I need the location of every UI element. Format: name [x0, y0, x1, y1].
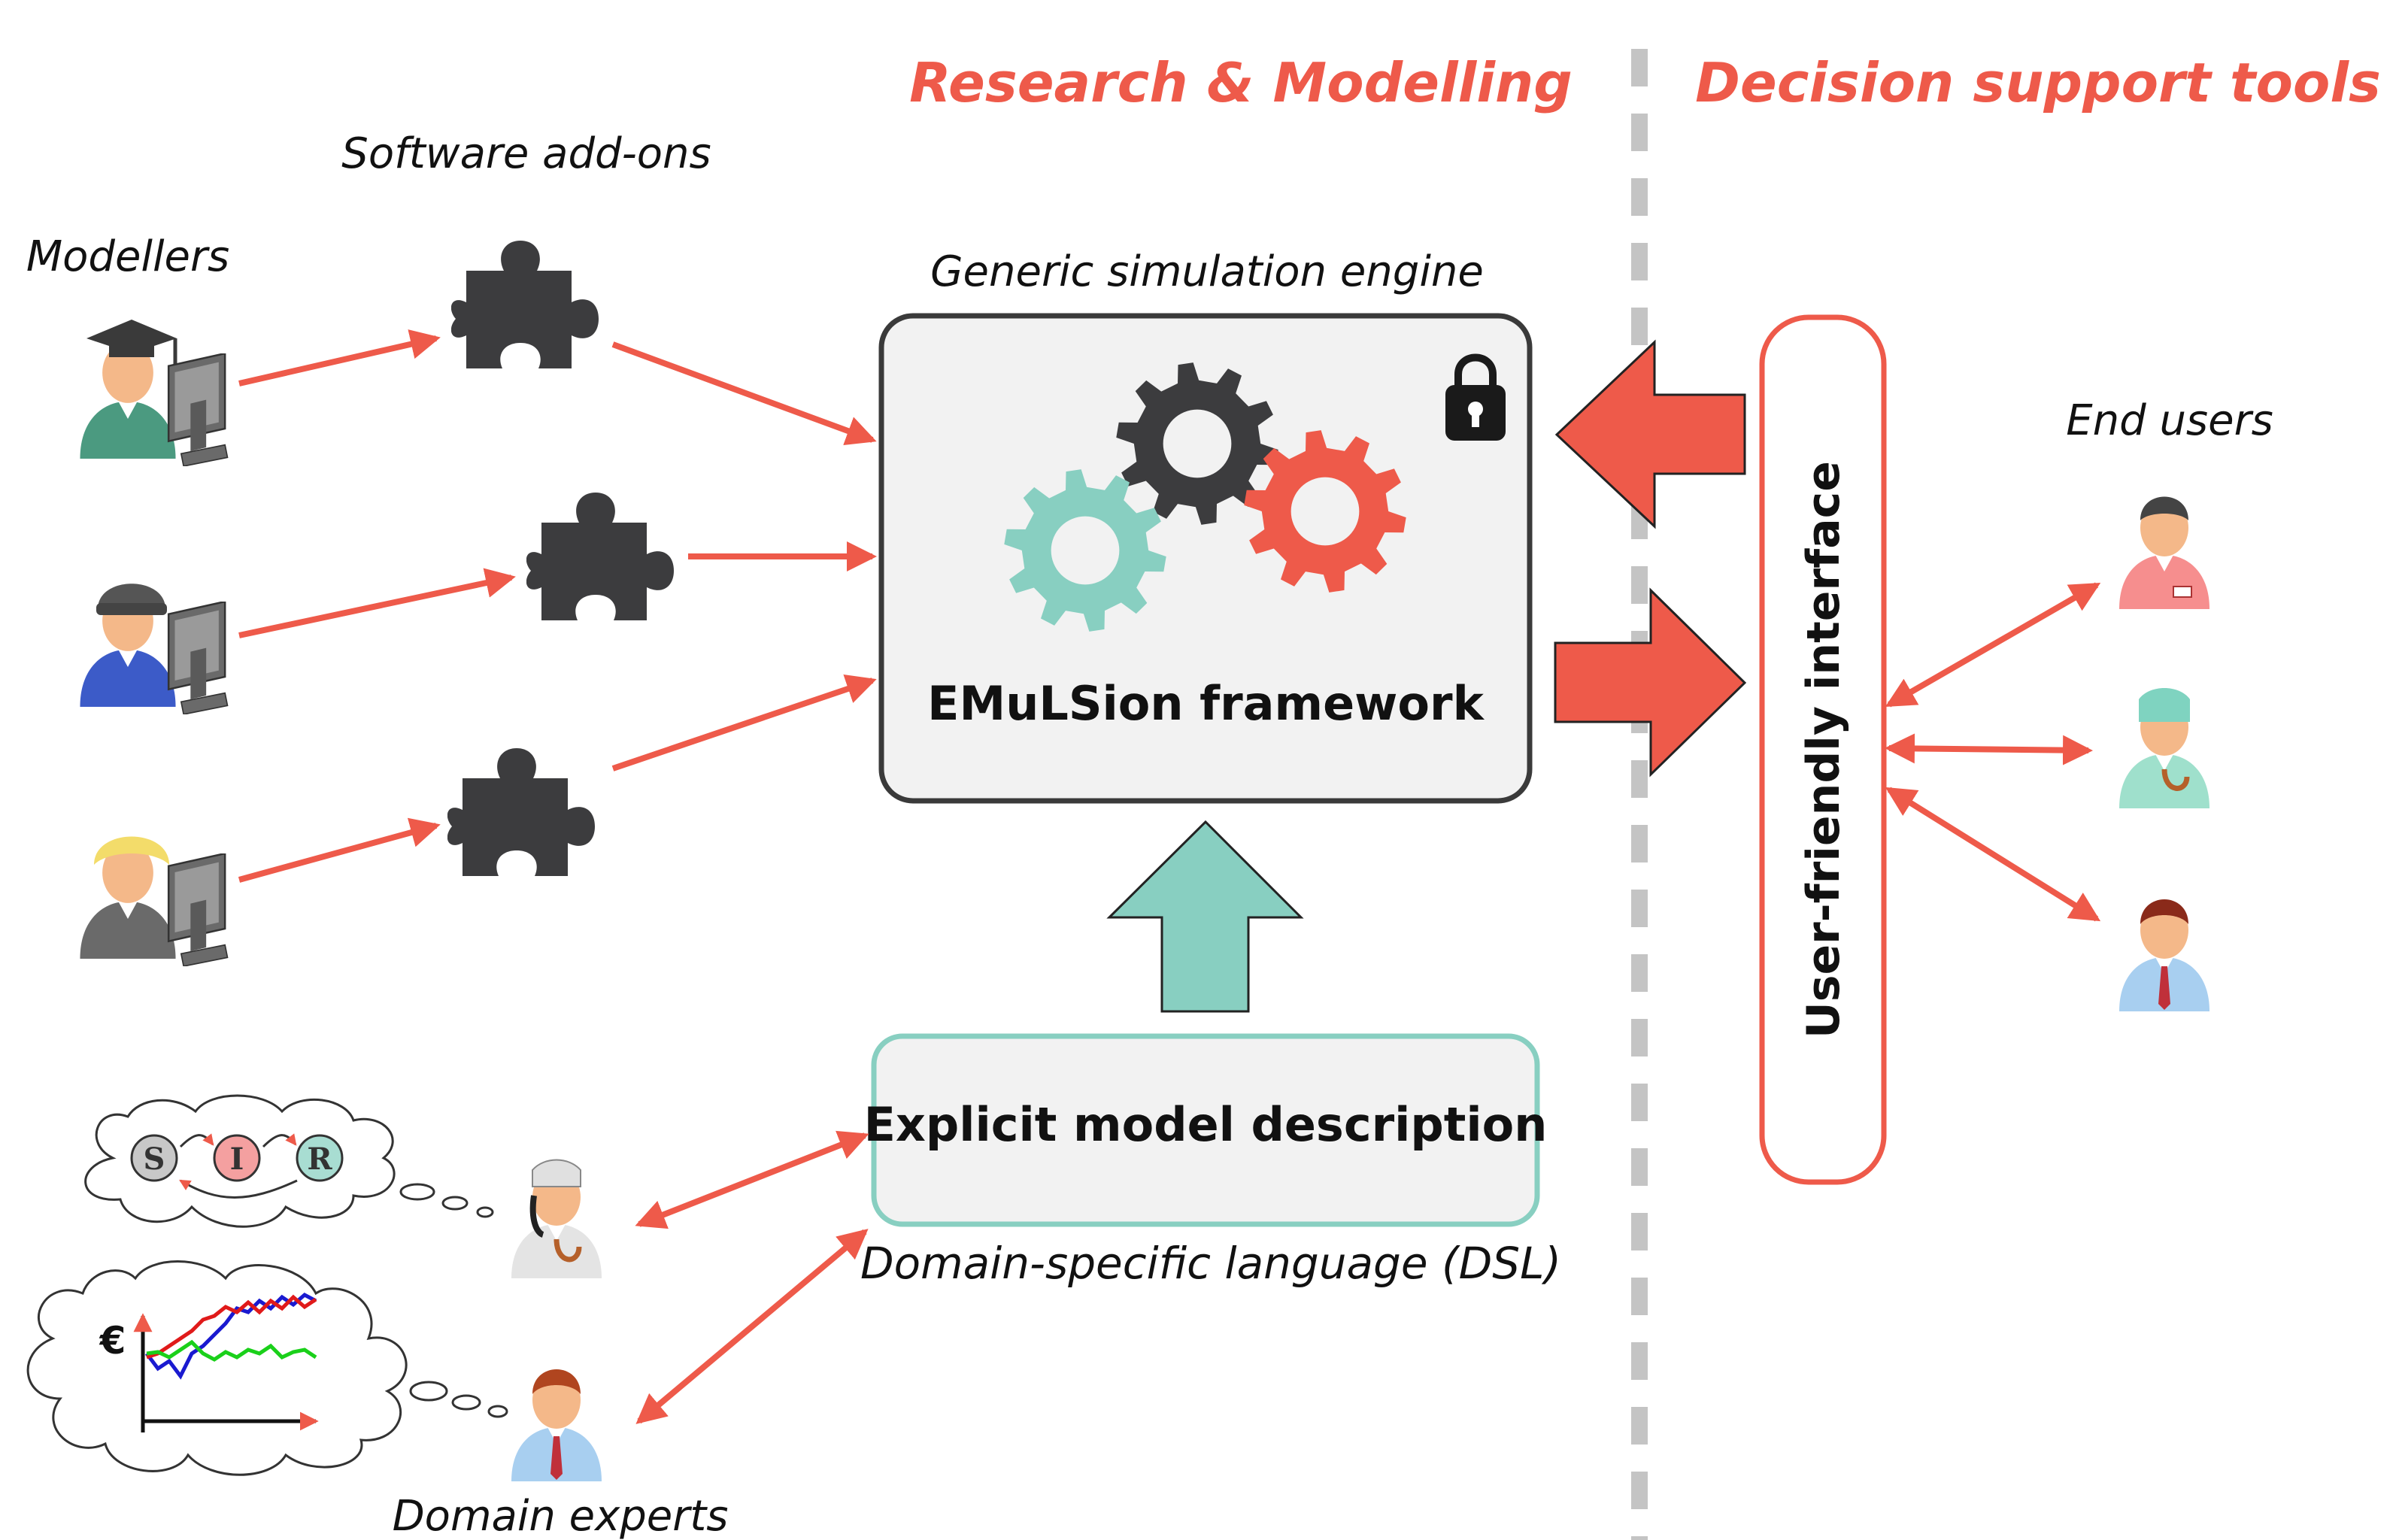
beanie-modeller-icon — [80, 584, 229, 714]
ui-to-engine-arrow — [1554, 339, 1746, 529]
teal-up-arrow — [1106, 820, 1304, 1013]
user-friendly-interface-panel — [1759, 314, 1887, 1185]
model-description-label: Explicit model description — [864, 1097, 1548, 1152]
chart-thought-cloud: € — [26, 1260, 508, 1476]
doctor-expert-icon — [511, 1159, 602, 1278]
sir-r-label: R — [307, 1141, 332, 1177]
expert-dsl-arrows — [635, 1130, 869, 1424]
label-dsl: Domain-specific language (DSL) — [860, 1238, 1561, 1289]
gear-hole — [1291, 477, 1360, 546]
ui-panel-label: User-friendly interface — [1797, 461, 1850, 1038]
puzzle-piece-icon — [447, 748, 595, 876]
nurse-user-icon — [2119, 496, 2209, 609]
currency-label: € — [99, 1319, 126, 1363]
ui-enduser-arrows — [1885, 582, 2101, 922]
businessman-user-icon — [2119, 899, 2209, 1011]
sir-s-label: S — [144, 1141, 165, 1177]
puzzle-piece-icon — [526, 493, 674, 620]
engine-box — [878, 313, 1533, 804]
label-software-addons: Software add-ons — [341, 129, 711, 178]
addon-to-engine-arrows — [611, 341, 877, 772]
engine-framework-name: EMuLSion framework — [927, 676, 1485, 731]
label-end-users: End users — [2066, 396, 2273, 445]
heading-decision-support: Decision support tools — [1695, 51, 2381, 114]
model-description-box — [871, 1033, 1540, 1227]
blonde-modeller-icon — [80, 836, 229, 966]
label-generic-engine: Generic simulation engine — [930, 247, 1484, 296]
gears-icon — [1004, 362, 1406, 632]
gear-hole — [1163, 409, 1232, 478]
lock-icon — [1445, 353, 1506, 441]
graduate-modeller-icon — [80, 320, 229, 466]
heading-research-modelling: Research & Modelling — [909, 51, 1573, 114]
engine-to-ui-arrow — [1554, 587, 1747, 778]
sir-thought-cloud: S I R — [84, 1094, 494, 1228]
modeller-to-addon-arrows — [238, 329, 516, 883]
businessman-expert-icon — [511, 1369, 602, 1481]
label-domain-experts: Domain experts — [393, 1492, 729, 1540]
surgeon-user-icon — [2119, 688, 2209, 808]
label-modellers: Modellers — [26, 232, 229, 281]
sir-i-label: I — [230, 1141, 244, 1177]
puzzle-piece-icon — [451, 241, 599, 368]
gear-hole — [1051, 516, 1120, 585]
